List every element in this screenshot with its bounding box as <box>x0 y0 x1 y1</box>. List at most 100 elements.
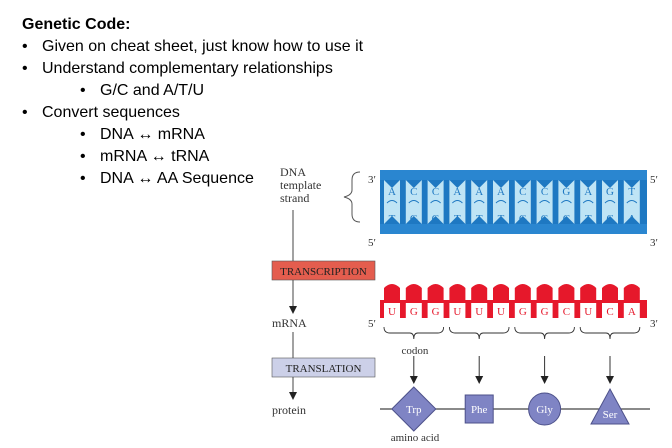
dna-template-label-line3: strand <box>280 191 309 205</box>
codon-bracket <box>514 326 575 340</box>
base-notch <box>449 216 466 224</box>
note-subitem: mRNA ↔ tRNA <box>22 146 363 168</box>
mrna-base: C <box>563 306 570 318</box>
hydrogen-bond <box>626 200 638 204</box>
dna-top-base: T <box>628 186 635 198</box>
dna-bottom-base: C <box>606 213 613 225</box>
base-pair-slot <box>384 180 400 224</box>
base-notch <box>514 180 531 188</box>
mrna-base-slot <box>405 303 422 318</box>
dna-top-base: A <box>475 186 483 198</box>
dna-bottom-base: C <box>563 213 570 225</box>
hydrogen-bond <box>386 200 398 204</box>
amino-acid-phe-shape <box>464 394 494 424</box>
dna-top-base: C <box>432 186 439 198</box>
dna-top-base: G <box>606 186 614 198</box>
base-notch <box>536 216 553 224</box>
dna-top-5prime: 5′ <box>650 174 658 186</box>
dna-top-3prime: 3′ <box>368 174 376 186</box>
mrna-base-slot <box>558 303 575 318</box>
note-item: Understand complementary relationships <box>22 58 363 80</box>
dna-bottom-backbone-edge <box>380 224 647 234</box>
dna-top-base: C <box>410 186 417 198</box>
dna-bottom-base: G <box>410 213 418 225</box>
mrna-base-tab <box>384 284 400 300</box>
mrna-base: U <box>584 306 592 318</box>
base-pair-slot <box>623 180 640 224</box>
note-subitem: G/C and A/T/U <box>22 80 363 102</box>
base-pair-slot <box>514 180 531 224</box>
dna-top-base: C <box>541 186 548 198</box>
dna-bottom-base: G <box>541 213 549 225</box>
dna-top-base: A <box>584 186 592 198</box>
dna-template-label-line2: template <box>280 178 321 192</box>
base-pair-slot <box>558 180 575 224</box>
hydrogen-bond <box>430 200 441 204</box>
amino-acid-name: Trp <box>406 404 422 416</box>
base-notch <box>405 180 422 188</box>
mrna-base: C <box>606 306 613 318</box>
base-notch <box>427 180 444 188</box>
notes-sublist: DNA ↔ mRNA mRNA ↔ tRNA DNA ↔ AA Sequence <box>22 124 363 190</box>
base-pair-slot <box>580 180 597 224</box>
hydrogen-bond <box>408 200 420 204</box>
mrna-base-tab <box>580 284 597 300</box>
base-notch <box>580 216 597 224</box>
mrna-base-slot <box>471 303 488 318</box>
base-notch <box>471 216 488 224</box>
strand-brace <box>343 171 361 223</box>
mrna-base: U <box>475 306 483 318</box>
codon-arrowhead <box>606 376 614 384</box>
base-notch <box>602 216 618 224</box>
mrna-base: G <box>432 306 440 318</box>
amino-acid-name: Ser <box>603 409 618 421</box>
mrna-base-tab <box>493 284 509 300</box>
dna-bottom-base: G <box>432 213 440 225</box>
mrna-base: G <box>541 306 549 318</box>
dna-bottom-base: G <box>519 213 527 225</box>
codon-bracket <box>579 326 641 340</box>
flow-arrowhead <box>289 392 297 400</box>
base-notch <box>405 216 422 224</box>
mrna-base: U <box>453 306 461 318</box>
dna-bottom-base: T <box>454 213 461 225</box>
amino-acid-chain: Trp Phe Gly Ser <box>391 386 630 432</box>
base-pair-slot <box>602 180 618 224</box>
hydrogen-bond <box>452 200 463 204</box>
amino-acid-label: amino acid <box>391 432 440 444</box>
dna-top-base: C <box>519 186 526 198</box>
base-notch <box>536 180 553 188</box>
mrna-base-slot <box>623 303 640 318</box>
codon-brackets <box>383 326 641 384</box>
amino-acid-gly-shape <box>528 392 562 426</box>
codon-arrowhead <box>409 376 418 384</box>
mrna-base-slot <box>536 303 553 318</box>
amino-acid-name: Gly <box>536 404 553 416</box>
base-pair-slot <box>471 180 488 224</box>
dna-template-label-line1: DNA <box>280 165 306 179</box>
codon-bracket <box>448 326 510 340</box>
hydrogen-bond <box>561 200 572 204</box>
amino-acid-ser-shape <box>590 387 630 425</box>
codon-arrowhead <box>540 376 549 384</box>
mrna-base-slot <box>580 303 597 318</box>
amino-acid-name: Phe <box>471 404 488 416</box>
base-notch <box>427 216 444 224</box>
base-notch <box>623 180 640 188</box>
mrna-5prime: 5′ <box>368 318 376 330</box>
mrna-base-tab <box>471 284 488 300</box>
mrna-base-slot <box>427 303 444 318</box>
hydrogen-bond <box>517 200 529 204</box>
flow-arrowhead <box>289 306 297 314</box>
base-notch <box>602 180 618 188</box>
base-notch <box>558 180 575 188</box>
mrna-base-tab <box>427 284 444 300</box>
mrna-base-slot <box>493 303 509 318</box>
dna-top-base: A <box>497 186 505 198</box>
codon-label: codon <box>402 345 429 357</box>
mrna-base: G <box>410 306 418 318</box>
mrna-base: U <box>497 306 505 318</box>
notes-list: Convert sequences <box>22 102 363 124</box>
